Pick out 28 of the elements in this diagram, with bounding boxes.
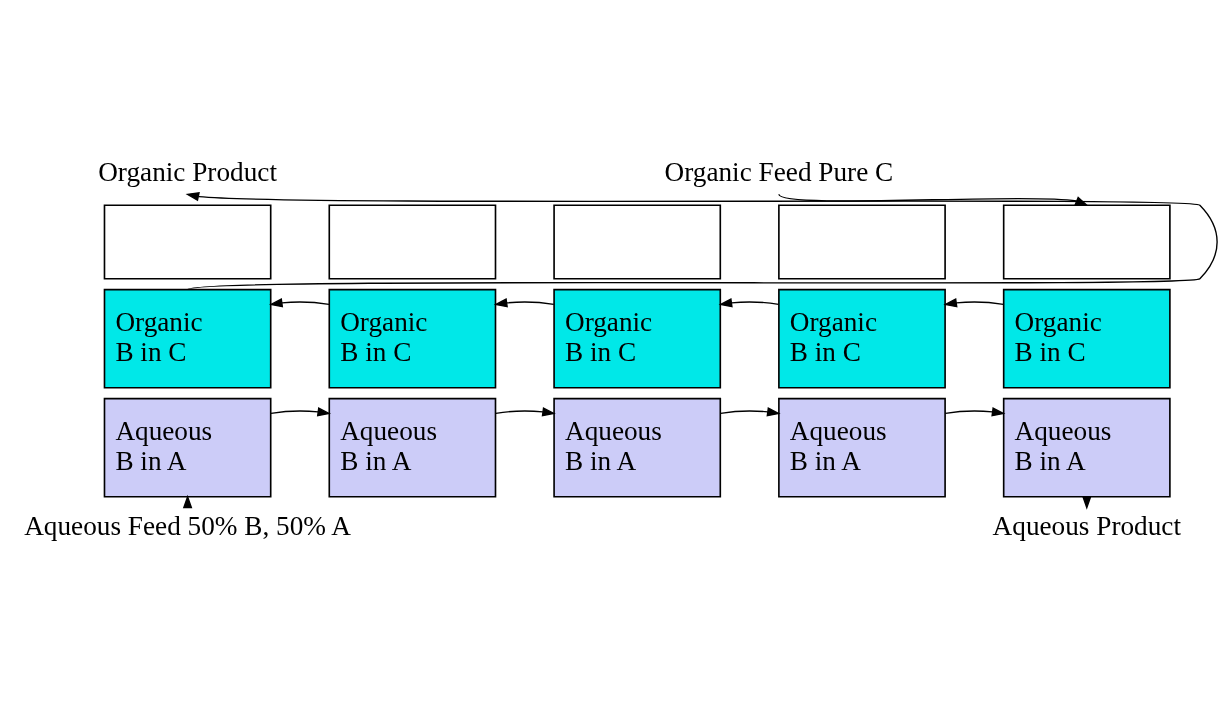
node-box: Aqueous B in A: [553, 397, 722, 498]
arrow: [185, 191, 1218, 290]
arrow: [943, 297, 1005, 308]
arrow: [778, 193, 1089, 206]
node-text: Organic Feed Pure C: [664, 156, 894, 187]
node-box: Aqueous B in A: [328, 397, 497, 498]
node-box: Aqueous B in A: [103, 397, 272, 498]
node-text: Organic Product: [98, 156, 277, 187]
arrow: [495, 406, 556, 417]
node-box: Aqueous B in A: [778, 397, 946, 498]
arrow: [270, 406, 332, 417]
node-box: [778, 203, 946, 280]
node-box: Organic B in C: [778, 288, 946, 389]
node-box: Organic B in C: [553, 288, 722, 389]
node-box: [328, 203, 497, 280]
node-text: Aqueous Feed 50% B, 50% A: [24, 510, 351, 541]
arrow: [719, 406, 781, 417]
node-box: Organic B in C: [328, 288, 497, 389]
node-box: [103, 203, 272, 280]
arrow: [493, 297, 555, 308]
arrow: [718, 297, 780, 308]
node-box: Organic B in C: [103, 288, 272, 389]
node-box: Organic B in C: [1002, 288, 1171, 389]
node-text: Aqueous Product: [992, 510, 1181, 541]
node-box: [553, 203, 722, 280]
arrow: [268, 297, 330, 308]
node-box: [1002, 203, 1171, 280]
arrow: [944, 406, 1006, 417]
